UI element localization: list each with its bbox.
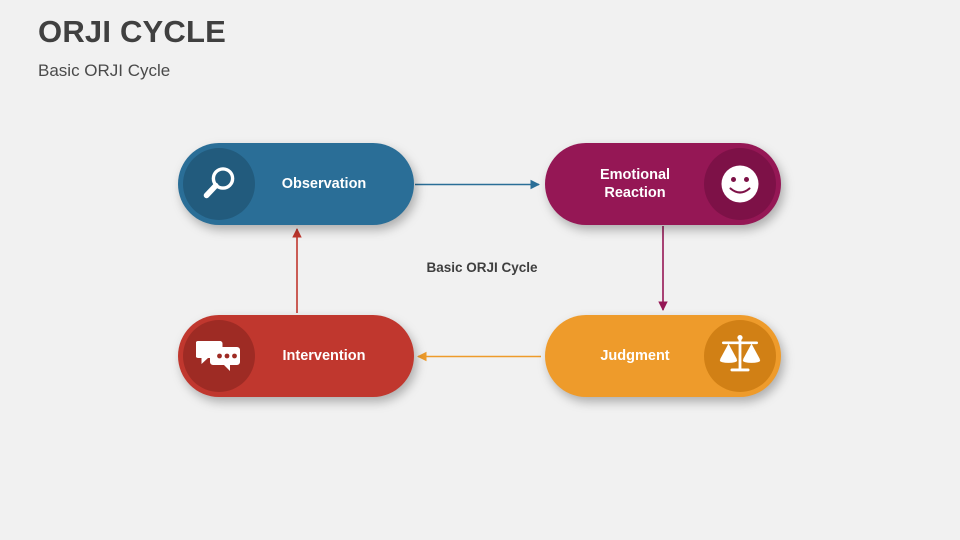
- magnifier-icon: [183, 148, 255, 220]
- page-subtitle: Basic ORJI Cycle: [38, 60, 171, 80]
- node-emotional-reaction-label: Emotional Reaction: [545, 166, 781, 202]
- node-intervention[interactable]: Intervention: [178, 315, 414, 397]
- center-caption: Basic ORJI Cycle: [426, 260, 538, 275]
- header: ORJI CYCLE Basic ORJI Cycle: [38, 14, 638, 81]
- node-intervention-label: Intervention: [282, 347, 366, 364]
- node-emotional-reaction-label-line1: Emotional: [599, 166, 671, 183]
- node-observation[interactable]: Observation: [178, 143, 414, 225]
- chat-bubbles-icon: [183, 320, 255, 392]
- node-judgment-label: Judgment: [600, 347, 670, 364]
- scales-of-justice-icon: [704, 320, 776, 392]
- node-observation-label: Observation: [281, 175, 367, 192]
- node-emotional-reaction[interactable]: Emotional Reaction: [545, 143, 781, 225]
- page-title: ORJI CYCLE: [38, 14, 227, 49]
- node-judgment[interactable]: Judgment: [545, 315, 781, 397]
- node-emotional-reaction-label-line2: Reaction: [604, 185, 666, 201]
- smiley-face-icon: [704, 148, 776, 220]
